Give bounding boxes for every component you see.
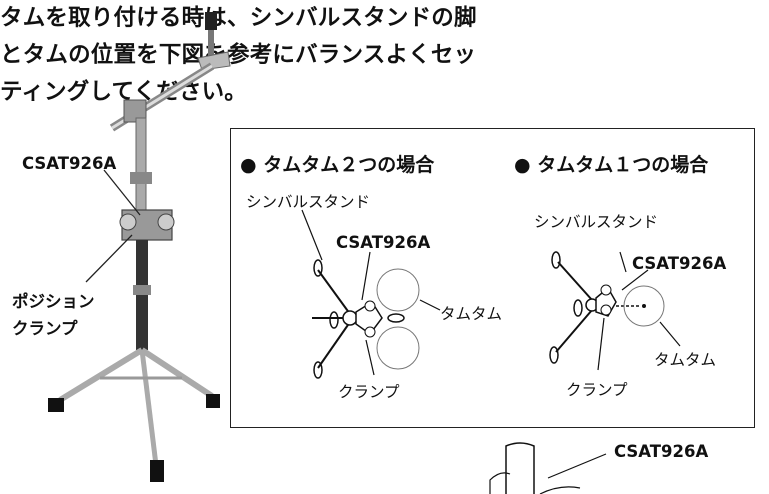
photo-position-clamp-line1: ポジション xyxy=(12,292,95,311)
diagram-two-heading: ● タムタム２つの場合 xyxy=(240,154,435,176)
bottom-model-label: CSAT926A xyxy=(614,442,709,461)
diagram-one-tom-label: タムタム xyxy=(654,351,717,369)
photo-position-clamp-line2: クランプ xyxy=(12,319,78,338)
diagram-one-heading: ● タムタム１つの場合 xyxy=(514,154,709,176)
intro-line-3: ティングしてください。 xyxy=(0,79,248,105)
diagram-two-tom-label: タムタム xyxy=(440,305,503,323)
photo-model-label: CSAT926A xyxy=(22,154,117,173)
diagram-one-cymbal-stand-label: シンバルスタンド xyxy=(534,213,659,231)
diagram-one-model-label: CSAT926A xyxy=(632,254,727,273)
diagram-two-model-label: CSAT926A xyxy=(336,233,431,252)
intro-text: ● タムを取り付ける時は、シンバルスタンドの脚 とタムの位置を下図を参考にバラン… xyxy=(0,0,505,111)
diagram-two-clamp-label: クランプ xyxy=(338,383,400,401)
diagram-two-cymbal-stand-label: シンバルスタンド xyxy=(246,193,371,211)
intro-line-2: とタムの位置を下図を参考にバランスよくセッ xyxy=(0,42,477,68)
diagram-box xyxy=(230,128,755,428)
intro-line-1: タムを取り付ける時は、シンバルスタンドの脚 xyxy=(0,5,477,31)
diagram-one-clamp-label: クランプ xyxy=(566,381,628,399)
